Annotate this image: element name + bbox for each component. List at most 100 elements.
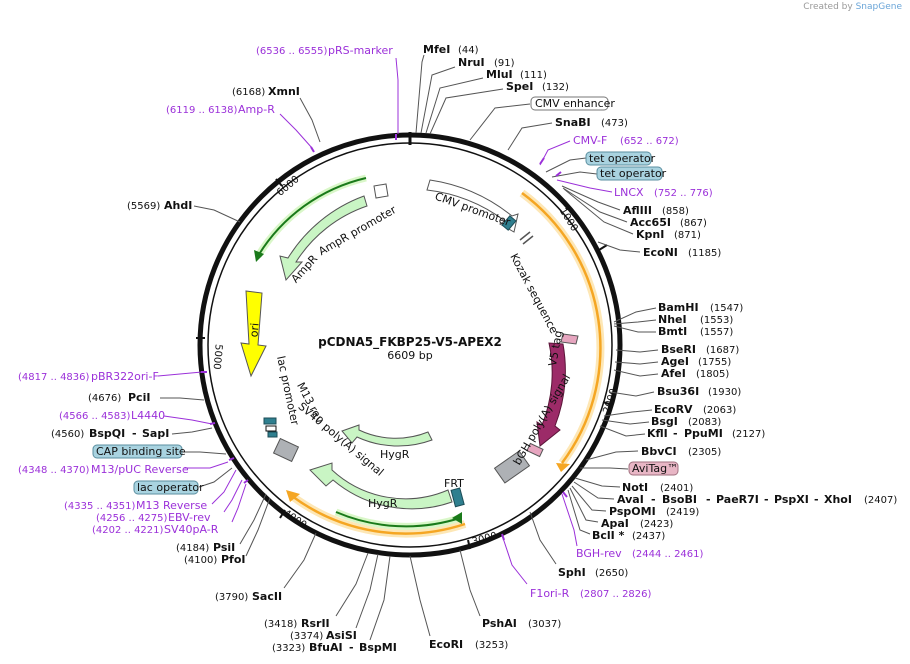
- site-noti[interactable]: NotI (2401): [574, 477, 693, 494]
- sv40pa-tick: [243, 479, 249, 484]
- box-cmv-enhancer[interactable]: CMV enhancer: [469, 96, 615, 141]
- site-pfoi-pos: (4100): [184, 555, 217, 566]
- site-ecorv-leader: [603, 409, 653, 417]
- site-sacii[interactable]: (3790) SacII: [215, 532, 317, 603]
- primer-amp-r[interactable]: (6119 .. 6138) Amp-R: [166, 103, 313, 149]
- primer-pbr322ori-f[interactable]: (4817 .. 4836) pBR322ori-F: [18, 370, 203, 383]
- site-bspqi[interactable]: (4560) BspQI - SapI: [51, 427, 213, 440]
- site-pshai[interactable]: PshAI (3037): [459, 549, 561, 630]
- primer-cmv-f-name: CMV-F: [573, 134, 607, 147]
- box-avitag[interactable]: AviTag™: [580, 461, 679, 476]
- site-afliii[interactable]: AflIII (858): [561, 185, 689, 217]
- primer-bgh-rev[interactable]: BGH-rev (2444 .. 2461): [561, 493, 704, 560]
- site-psii[interactable]: (4184) PsiI: [176, 493, 267, 554]
- site-pshai-name: PshAI: [482, 617, 517, 630]
- site-kpni[interactable]: KpnI (871): [563, 188, 701, 241]
- bgh-polya-label: bGH poly(A) signal: [511, 372, 574, 467]
- site-bamhi-pos: (1547): [710, 303, 743, 314]
- site-bcli[interactable]: BclI * (2437): [567, 489, 665, 542]
- site-nhei[interactable]: NheI (1553): [613, 313, 733, 326]
- site-asisi[interactable]: (3374) AsiSI: [290, 553, 379, 642]
- site-apai-pos: (2423): [640, 519, 673, 530]
- site-avai[interactable]: AvaI - BsoBI - PaeR7I - PspXI - XhoI (24…: [573, 481, 897, 506]
- site-bfuai[interactable]: (3323) BfuAI - BspMI: [272, 555, 397, 654]
- site-bbvci[interactable]: BbvCI (2305): [585, 445, 721, 461]
- primer-prs-marker-name: pRS-marker: [328, 44, 393, 57]
- site-bmti-leader: [613, 325, 656, 333]
- site-bbvci-pos: (2305): [688, 447, 721, 458]
- site-econi[interactable]: EcoNI (1185): [597, 241, 721, 259]
- cap-binding-site-leader: [183, 451, 227, 455]
- site-sphi[interactable]: SphI (2650): [529, 511, 628, 579]
- site-mfei[interactable]: MfeI (44): [415, 43, 479, 134]
- primer-prs-marker[interactable]: (6536 .. 6555) pRS-marker: [256, 44, 399, 134]
- site-bsgi[interactable]: BsgI (2083): [601, 415, 721, 428]
- site-ahdi[interactable]: (5569) AhdI: [127, 199, 241, 223]
- site-pcii[interactable]: (4676) PciI: [88, 391, 205, 404]
- primer-m13-reverse-leader: [211, 469, 237, 505]
- tick-label-6000: 6000: [275, 174, 302, 199]
- site-acc65i[interactable]: Acc65I (867): [562, 187, 707, 229]
- tet-operator-1-label: tet operator: [589, 152, 656, 165]
- tet-operator-1-box: [585, 151, 652, 166]
- cds-arc-bottom: [291, 494, 466, 535]
- avitag-box: [628, 461, 679, 476]
- site-pspomi[interactable]: PspOMI (2419): [571, 485, 699, 518]
- site-ecori[interactable]: EcoRI (3253): [409, 555, 508, 651]
- avitag-block: [526, 442, 544, 458]
- site-bseri[interactable]: BseRI (1687): [615, 343, 739, 356]
- site-apai-name: ApaI: [601, 517, 629, 530]
- site-xmni[interactable]: (6168) XmnI: [232, 85, 321, 143]
- primer-prs-marker-leader: [395, 57, 399, 134]
- site-sacii-name: SacII: [252, 590, 282, 603]
- box-tet-operator-2[interactable]: tet operator: [551, 166, 667, 181]
- primer-l4440-name: L4440: [131, 409, 165, 422]
- site-ecorv-name: EcoRV: [654, 403, 693, 416]
- snapgene-credit: Created by SnapGene: [803, 2, 902, 12]
- site-avai-leader: [573, 481, 615, 500]
- site-kfli-leader: [599, 425, 646, 437]
- site-snabi[interactable]: SnaBI (473): [507, 116, 628, 151]
- ori-label: ori: [247, 322, 261, 337]
- site-spei-name: SpeI: [506, 80, 533, 93]
- primer-f1ori-r[interactable]: F1ori-R (2807 .. 2826): [501, 534, 652, 600]
- site-bmti[interactable]: BmtI (1557): [613, 325, 733, 338]
- site-pfoi[interactable]: (4100) PfoI: [184, 497, 271, 566]
- site-agei[interactable]: AgeI (1755): [614, 355, 731, 368]
- primer-prs-marker-range: (6536 .. 6555): [256, 46, 328, 57]
- primer-sv40pa-r[interactable]: (4202 .. 4221) SV40pA-R: [92, 483, 247, 536]
- site-rsrii-leader: [335, 552, 369, 617]
- site-bsu36i-name: Bsu36I: [657, 385, 699, 398]
- site-bsu36i[interactable]: Bsu36I (1930): [609, 385, 741, 398]
- site-ecori-leader: [409, 555, 431, 637]
- site-nrui-name: NruI: [458, 56, 485, 69]
- site-rsrii[interactable]: (3418) RsrII: [264, 552, 369, 630]
- box-lac-operator[interactable]: lac operator: [133, 467, 233, 495]
- box-tet-operator-1[interactable]: tet operator: [545, 151, 656, 173]
- site-nrui[interactable]: NruI (91): [420, 56, 515, 134]
- site-bmti-name: BmtI: [658, 325, 687, 338]
- primer-lncx[interactable]: LNCX (752 .. 776): [556, 179, 713, 199]
- site-afei[interactable]: AfeI (1805): [613, 367, 729, 380]
- site-apai[interactable]: ApaI (2423): [569, 487, 673, 530]
- site-pcii-name: PciI: [128, 391, 150, 404]
- site-kfli[interactable]: KflI - PpuMI (2127): [599, 425, 765, 440]
- site-bamhi[interactable]: BamHI (1547): [613, 301, 743, 323]
- site-kfli-sep: -: [673, 427, 678, 440]
- primer-l4440[interactable]: (4566 .. 4583) L4440: [59, 409, 213, 425]
- site-snabi-name: SnaBI: [555, 116, 591, 129]
- site-acc65i-pos: (867): [680, 218, 707, 229]
- primer-ebv-rev[interactable]: (4256 .. 4275) EBV-rev: [96, 479, 243, 524]
- site-bseri-leader: [615, 349, 659, 353]
- primer-m13-puc-reverse[interactable]: (4348 .. 4370) M13/pUC Reverse: [18, 461, 229, 476]
- site-ecorv[interactable]: EcoRV (2063): [603, 403, 736, 417]
- site-afliii-name: AflIII: [623, 204, 652, 217]
- site-spei[interactable]: SpeI (132): [429, 80, 569, 135]
- site-bsu36i-leader: [609, 391, 655, 397]
- box-cap-binding-site[interactable]: CAP binding site: [92, 444, 227, 459]
- site-mlui[interactable]: MluI (111): [425, 68, 547, 134]
- primer-m13-reverse[interactable]: (4335 .. 4351) M13 Reverse: [64, 469, 237, 512]
- frt-label: FRT: [444, 477, 464, 490]
- site-nrui-leader: [420, 66, 456, 134]
- site-econi-leader: [597, 241, 641, 253]
